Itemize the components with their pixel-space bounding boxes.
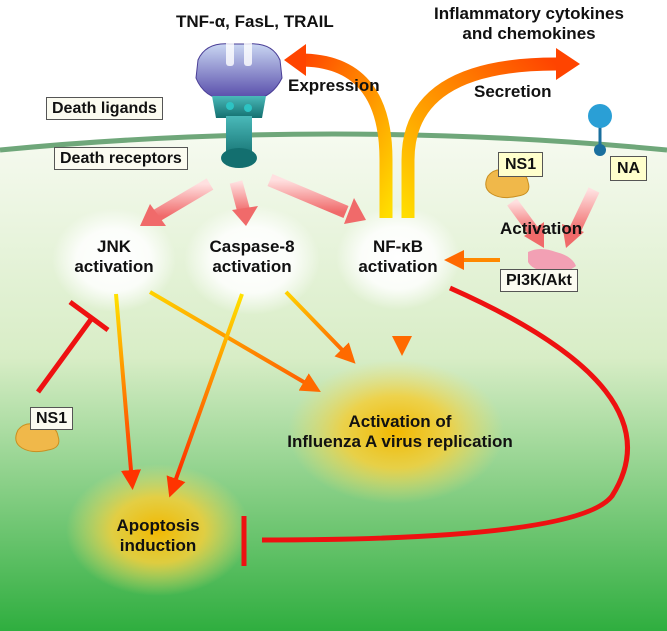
death-ligands-label: Death ligands <box>46 97 163 121</box>
expression-arrowhead <box>284 44 306 76</box>
pi3k-protein-icon <box>528 249 576 273</box>
nfkb-line1: NF-κB <box>372 237 424 256</box>
jnk-glow <box>52 208 176 312</box>
expression-label: Expression <box>288 76 380 95</box>
activation-label: Activation <box>500 219 583 238</box>
caspase8-to-virus-arrow <box>284 290 356 364</box>
virus-line2: Influenza A virus replication <box>287 432 513 452</box>
caspase8-activation-label: Caspase-8 activation <box>194 237 310 278</box>
expression-arrow <box>299 53 393 218</box>
secretion-arrowhead <box>556 48 580 80</box>
virus-line1: Activation of <box>348 412 452 431</box>
na-icon <box>588 104 612 156</box>
virus-replication-glow <box>288 360 504 504</box>
receptor-to-nfkb-arrow <box>267 174 366 224</box>
ns1-to-pi3k-arrow <box>507 198 544 248</box>
caspase8-line1: Caspase-8 <box>209 237 295 256</box>
pi3k-akt-label: PI3K/Akt <box>500 269 578 293</box>
na-label: NA <box>610 156 648 182</box>
ns1-left-label: NS1 <box>30 407 74 431</box>
jnk-to-apoptosis-arrow <box>114 293 141 490</box>
cytokines-label: Inflammatory cytokines and chemokines <box>410 4 648 45</box>
nfkb-activation-label: NF-κB activation <box>346 237 450 278</box>
caspase8-to-apoptosis-arrow <box>166 293 244 498</box>
apoptosis-line2: induction <box>119 536 197 556</box>
caspase8-glow <box>184 205 320 315</box>
death-receptor-complex-icon <box>195 40 283 168</box>
nfkb-line2: activation <box>358 257 438 277</box>
ns1-inhibits-jnk <box>35 299 110 394</box>
nfkb-glow <box>336 206 460 310</box>
apoptosis-line1: Apoptosis <box>116 516 200 535</box>
cytokines-line1: Inflammatory cytokines <box>434 4 624 23</box>
ns1-top-label: NS1 <box>498 152 544 178</box>
nfkb-inhibits-apoptosis <box>241 285 630 566</box>
receptor-to-jnk-arrow <box>140 178 214 226</box>
cytokines-line2: and chemokines <box>462 24 596 44</box>
death-receptors-label: Death receptors <box>54 147 188 171</box>
top-ligands-label: TNF-α, FasL, TRAIL <box>176 12 334 31</box>
secretion-arrow <box>401 57 557 218</box>
virus-replication-label: Activation of Influenza A virus replicat… <box>240 412 560 453</box>
caspase8-line2: activation <box>212 257 292 277</box>
receptor-to-caspase8-arrow <box>229 180 258 226</box>
jnk-to-virus-arrow <box>148 290 321 393</box>
apoptosis-induction-label: Apoptosis induction <box>88 516 228 557</box>
jnk-line1: JNK <box>96 237 131 256</box>
jnk-line2: activation <box>74 257 154 277</box>
secretion-label: Secretion <box>474 82 552 101</box>
na-to-pi3k-arrow <box>562 187 600 248</box>
cell-membrane <box>0 131 667 153</box>
jnk-activation-label: JNK activation <box>64 237 164 278</box>
apoptosis-glow <box>66 464 250 596</box>
